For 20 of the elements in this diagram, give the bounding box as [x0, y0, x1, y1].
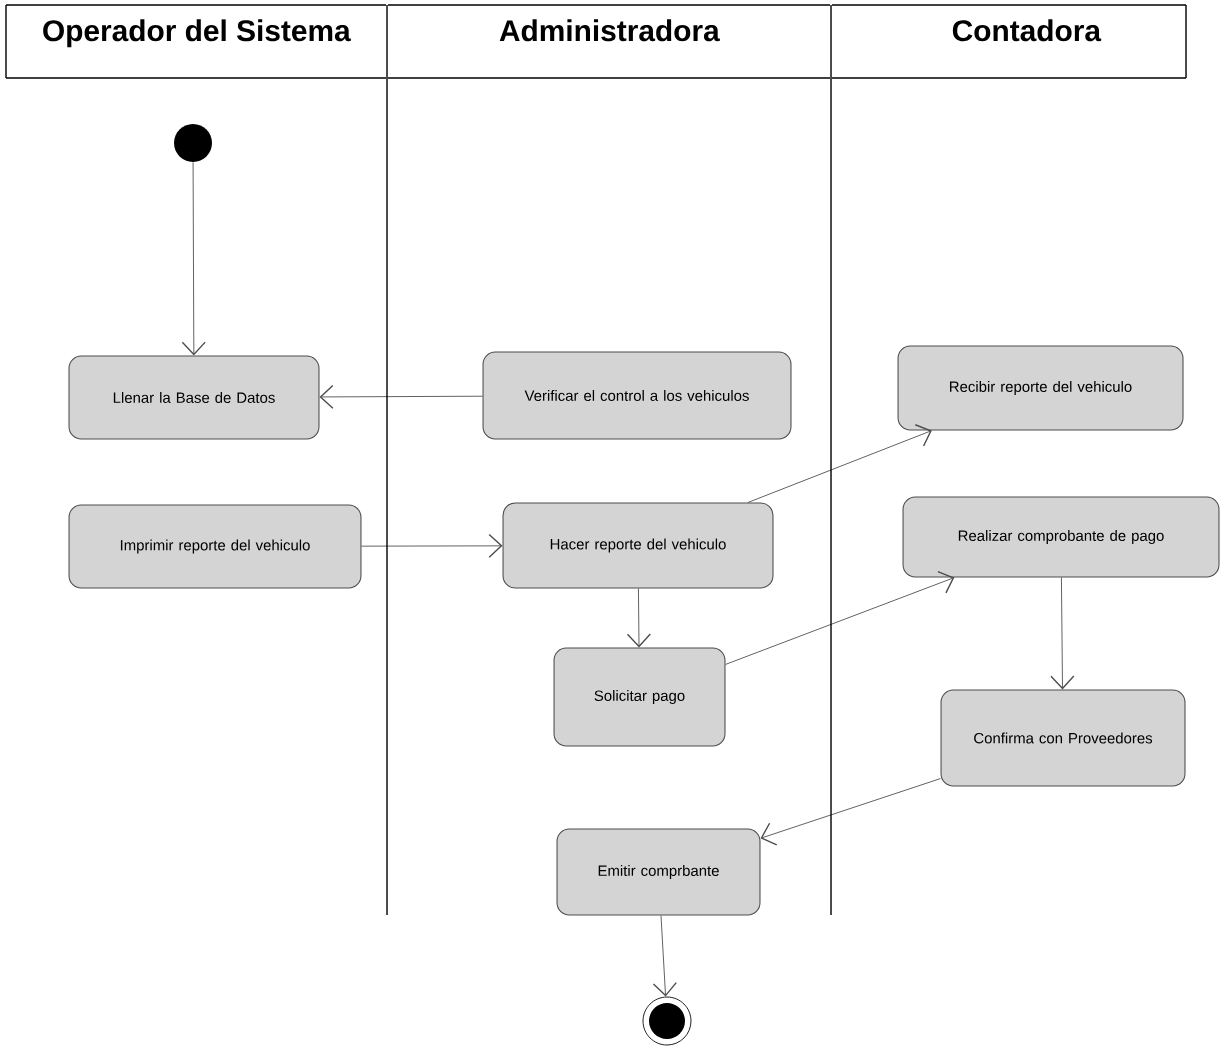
arrow — [361, 533, 503, 558]
activity-box: Realizar comprobante de pago — [902, 496, 1220, 578]
activity-box: Solicitar pago — [553, 647, 726, 747]
arrow — [319, 384, 483, 409]
arrow — [725, 570, 955, 665]
activity-box: Verificar el control a los vehiculos — [482, 351, 792, 440]
arrow — [181, 161, 206, 356]
arrow — [626, 588, 651, 648]
activity-box: Llenar la Base de Datos — [68, 355, 320, 440]
arrow — [652, 915, 677, 997]
activity-box: Hacer reporte del vehiculo — [502, 502, 774, 589]
activity-box: Imprimir reporte del vehiculo — [68, 504, 362, 589]
end-node — [642, 996, 692, 1046]
activity-box: Emitir comprbante — [556, 828, 761, 916]
activity-box: Recibir reporte del vehiculo — [897, 345, 1184, 431]
arrow — [747, 424, 932, 503]
arrow — [760, 778, 941, 846]
arrow — [1050, 577, 1075, 690]
activity-box: Confirma con Proveedores — [940, 689, 1186, 787]
start-node — [174, 124, 212, 162]
